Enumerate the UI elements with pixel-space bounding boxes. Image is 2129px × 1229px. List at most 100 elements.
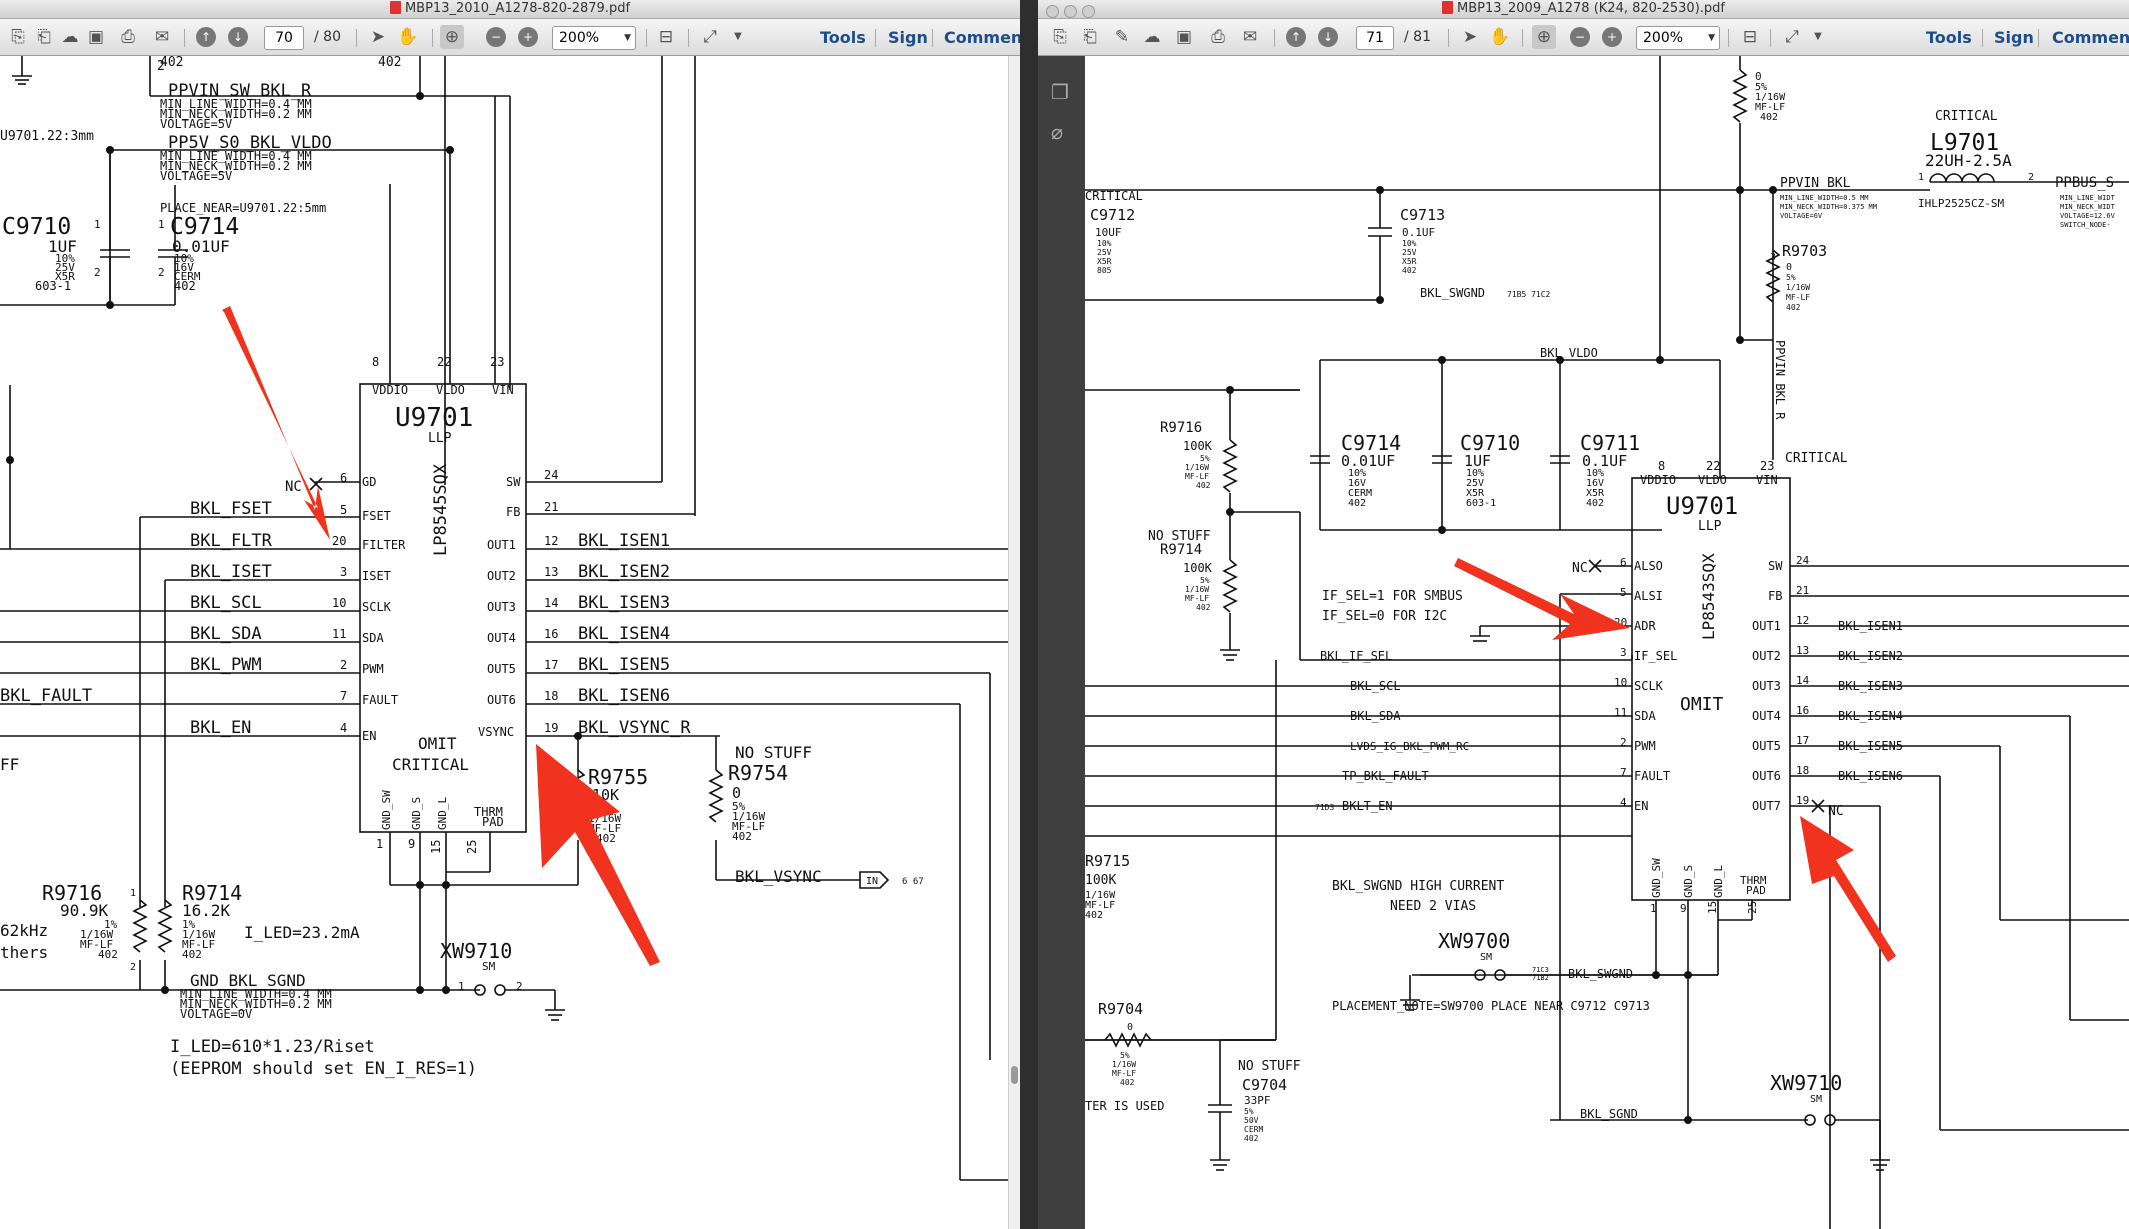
schematic-text: 1UF bbox=[48, 237, 77, 256]
pin-label: FAULT bbox=[1634, 769, 1670, 783]
net-label: TP_BKL_FAULT bbox=[1342, 769, 1429, 783]
page-number-field[interactable]: 71 bbox=[1356, 26, 1394, 50]
schematic-text: 10% bbox=[1348, 468, 1366, 479]
left-scrollbar[interactable] bbox=[1008, 56, 1020, 1229]
schematic-text: IF_SEL=0 FOR I2C bbox=[1322, 609, 1447, 624]
hand-tool-icon[interactable]: ✋ bbox=[397, 27, 419, 47]
schematic-text: (EEPROM should set EN_I_RES=1) bbox=[170, 1059, 477, 1079]
previous-page-icon[interactable]: ↑ bbox=[1286, 27, 1306, 47]
component-ref: C9713 bbox=[1400, 206, 1445, 224]
pin-label: VLDO bbox=[436, 383, 465, 397]
schematic-text: PLACEMENT_NOTE=SW9700 PLACE NEAR C9712 C… bbox=[1332, 999, 1650, 1013]
page-display-icon[interactable]: ⊟ bbox=[658, 27, 674, 47]
schematic-text: MIN_NECK_WIDTH=0.2 MM bbox=[160, 107, 312, 121]
tools-button[interactable]: Tools bbox=[820, 28, 866, 47]
sign-button[interactable]: Sign bbox=[1994, 28, 2034, 47]
print-icon[interactable]: ⎙ bbox=[121, 27, 135, 47]
upload-icon[interactable]: ☁ bbox=[1143, 27, 1161, 47]
schematic-text: U9701.22:3mm bbox=[0, 129, 94, 144]
minimize-icon[interactable] bbox=[1064, 5, 1077, 18]
pin-label: SW bbox=[1768, 559, 1783, 573]
save-icon[interactable]: ▣ bbox=[1175, 27, 1193, 47]
component-ref: R9754 bbox=[728, 761, 788, 785]
zoom-out-icon[interactable]: − bbox=[1570, 27, 1590, 47]
create-pdf-icon[interactable]: ⎘ bbox=[1053, 27, 1067, 47]
full-screen-icon[interactable]: ⤢ bbox=[703, 27, 717, 47]
schematic-text: 1% bbox=[182, 918, 196, 931]
schematic-text: TER IS USED bbox=[1085, 1099, 1164, 1113]
net-label: BKL_ISEN1 bbox=[1838, 619, 1903, 633]
schematic-text: VOLTAGE=0V bbox=[180, 1007, 252, 1021]
schematic-text: SWITCH_NODE- bbox=[2060, 221, 2111, 229]
email-icon[interactable]: ✉ bbox=[154, 27, 170, 47]
zoom-icon[interactable] bbox=[1082, 5, 1095, 18]
save-icon[interactable]: ▣ bbox=[87, 27, 105, 47]
create-pdf-icon[interactable]: ⎘ bbox=[11, 27, 25, 47]
schematic-text: 100K bbox=[1183, 561, 1213, 575]
schematic-text: 10% bbox=[174, 252, 194, 265]
convert-pdf-icon[interactable]: ⎗ bbox=[1083, 27, 1097, 47]
chevron-down-icon[interactable]: ▼ bbox=[1708, 33, 1715, 43]
schematic-text: 0.1UF bbox=[1582, 452, 1627, 470]
zoom-level-field[interactable]: 200%▼ bbox=[552, 26, 636, 50]
page-display-icon[interactable]: ⊟ bbox=[1742, 27, 1758, 47]
comment-button[interactable]: Comment bbox=[944, 28, 1020, 47]
sign-button[interactable]: Sign bbox=[888, 28, 928, 47]
pin-label: PWM bbox=[1634, 739, 1656, 753]
page-number-field[interactable]: 70 bbox=[264, 26, 304, 50]
edit-icon[interactable]: ✎ bbox=[1114, 27, 1130, 47]
zoom-level-field[interactable]: 200%▼ bbox=[1636, 26, 1720, 50]
pin-number: 3 bbox=[340, 565, 347, 579]
pin-number: 8 bbox=[1658, 459, 1665, 473]
convert-pdf-icon[interactable]: ⎗ bbox=[37, 27, 51, 47]
pin-label: SCLK bbox=[1634, 679, 1664, 693]
schematic-text: 1/16W bbox=[1185, 585, 1209, 594]
component-ref: R9704 bbox=[1098, 1000, 1143, 1018]
schematic-text: FF bbox=[0, 755, 19, 774]
scroll-thumb[interactable] bbox=[1011, 1066, 1018, 1084]
upload-icon[interactable]: ☁ bbox=[61, 27, 79, 47]
schematic-text: CERM bbox=[1348, 488, 1372, 499]
schematic-text: 5% bbox=[1786, 273, 1796, 282]
zoom-out-icon[interactable]: − bbox=[486, 27, 506, 47]
email-icon[interactable]: ✉ bbox=[1242, 27, 1258, 47]
schematic-text: 16V bbox=[1348, 478, 1366, 489]
net-label: PPVIN_BKL bbox=[1780, 176, 1851, 191]
schematic-text: 1/16W bbox=[1755, 92, 1786, 103]
schematic-text: 1/16W bbox=[1085, 890, 1116, 901]
previous-page-icon[interactable]: ↑ bbox=[196, 27, 216, 47]
chevron-down-icon[interactable]: ▼ bbox=[624, 33, 631, 43]
right-title-bar: MBP13_2009_A1278 (K24, 820-2530).pdf bbox=[1038, 0, 2129, 19]
next-page-icon[interactable]: ↓ bbox=[228, 27, 248, 47]
select-cursor-icon[interactable]: ➤ bbox=[1462, 27, 1478, 47]
pages-panel-icon[interactable]: ❐ bbox=[1051, 80, 1069, 104]
schematic-text: 402 bbox=[1786, 303, 1801, 312]
marquee-zoom-icon[interactable]: ⊕ bbox=[440, 25, 464, 49]
customize-chevron-icon[interactable]: ▼ bbox=[1814, 31, 1822, 42]
left-title-bar: MBP13_2010_A1278-820-2879.pdf bbox=[0, 0, 1020, 19]
schematic-text: MF-LF bbox=[1112, 1069, 1136, 1078]
next-page-icon[interactable]: ↓ bbox=[1318, 27, 1338, 47]
pin-number: 17 bbox=[1796, 734, 1809, 747]
net-label: BKL_SCL bbox=[1350, 679, 1401, 693]
full-screen-icon[interactable]: ⤢ bbox=[1785, 27, 1799, 47]
tools-button[interactable]: Tools bbox=[1926, 28, 1972, 47]
hand-tool-icon[interactable]: ✋ bbox=[1489, 27, 1511, 47]
schematic-text: 5% bbox=[1200, 576, 1210, 585]
customize-chevron-icon[interactable]: ▼ bbox=[734, 31, 742, 42]
close-icon[interactable] bbox=[1046, 5, 1059, 18]
pin-number: 16 bbox=[544, 627, 558, 641]
select-cursor-icon[interactable]: ➤ bbox=[370, 27, 386, 47]
net-label: BKL_VSYNC bbox=[735, 867, 822, 886]
comment-button[interactable]: Comment bbox=[2052, 28, 2129, 47]
net-label: BKL_ISEN2 bbox=[578, 562, 670, 582]
zoom-in-icon[interactable]: + bbox=[518, 27, 538, 47]
pin-number: 19 bbox=[1796, 794, 1809, 807]
attachments-icon[interactable]: ⌀ bbox=[1051, 120, 1064, 144]
print-icon[interactable]: ⎙ bbox=[1211, 27, 1225, 47]
pin-number: 17 bbox=[544, 658, 558, 672]
zoom-in-icon[interactable]: + bbox=[1602, 27, 1622, 47]
marquee-zoom-icon[interactable]: ⊕ bbox=[1532, 25, 1556, 49]
pin-number: 21 bbox=[1796, 584, 1809, 597]
schematic-text: 402 bbox=[1760, 112, 1778, 123]
